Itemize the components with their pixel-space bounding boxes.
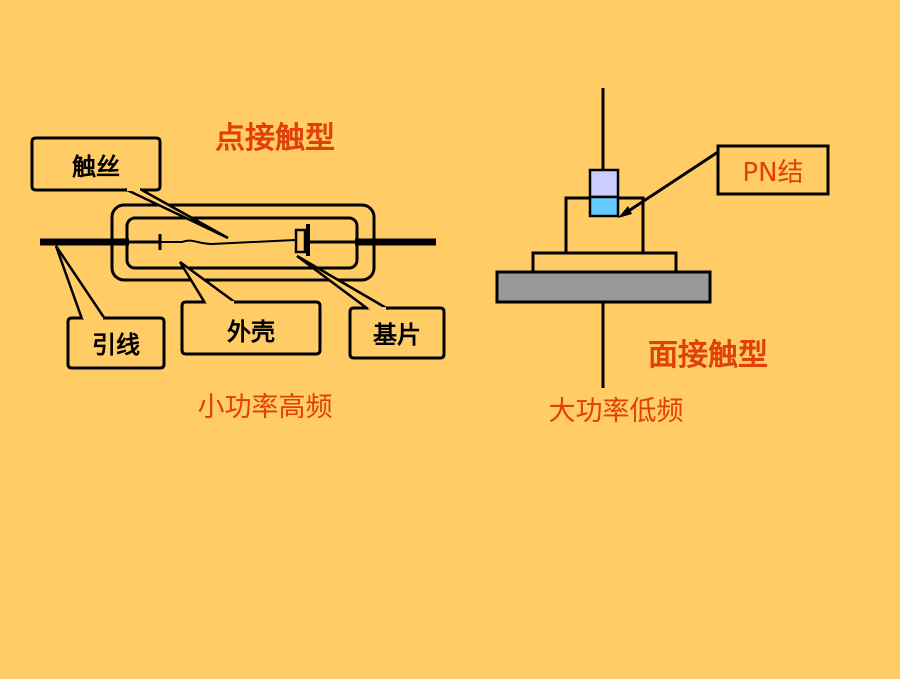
point-contact-title: 点接触型: [215, 121, 335, 156]
n-region: [588, 195, 620, 218]
junction-diode: PN结 面接触型 大功率低频: [495, 88, 830, 427]
junction-title: 面接触型: [648, 338, 768, 373]
callout-lead-wire: 引线: [54, 245, 166, 370]
mounting-plate: [531, 251, 678, 274]
base-plate: [495, 270, 712, 304]
label-shell: 外壳: [227, 318, 275, 346]
label-substrate: 基片: [373, 321, 421, 349]
contact-whisker: [160, 239, 296, 246]
pn-label-box: [716, 144, 830, 196]
pn-pointer: [623, 150, 719, 216]
point-contact-diode: 触丝 引线 外壳 基片 点接触型 小功率高频: [30, 121, 446, 423]
outer-shell: [110, 203, 376, 282]
callout-shell: 外壳: [178, 260, 322, 356]
callout-contact-wire: 触丝: [30, 136, 229, 240]
label-pn-junction: PN结: [742, 158, 803, 188]
inner-shell: [125, 216, 359, 270]
label-contact-wire: 触丝: [72, 153, 120, 181]
p-region: [588, 168, 620, 199]
substrate-chip: [294, 228, 307, 254]
junction-caption: 大功率低频: [549, 396, 684, 427]
label-lead-wire: 引线: [92, 331, 140, 359]
point-contact-caption: 小功率高频: [198, 392, 333, 423]
callout-substrate: 基片: [296, 254, 446, 360]
